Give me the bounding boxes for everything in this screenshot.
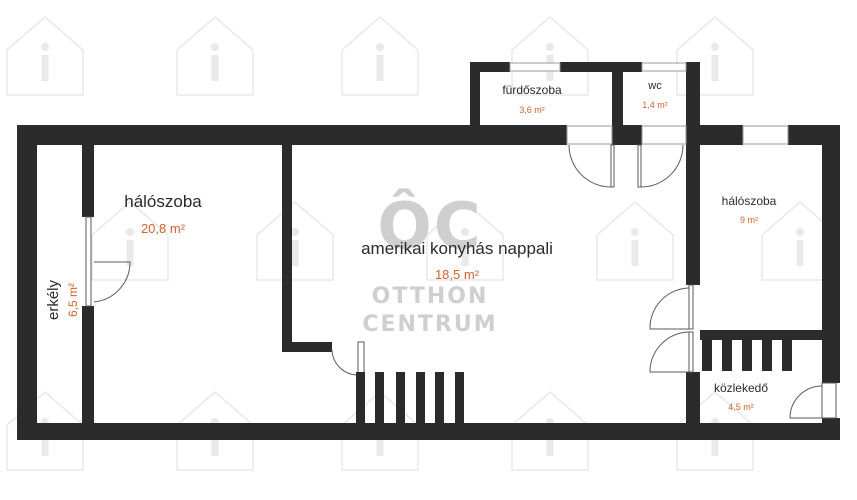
door-bathroom	[568, 144, 615, 188]
watermark-house-icon	[341, 16, 419, 96]
wall-halo-nappali	[282, 145, 292, 350]
wall-top-right-a	[686, 125, 743, 145]
wall-right-rooms-upper	[686, 145, 700, 285]
door-entrance	[789, 382, 837, 419]
room-area-haloszoba-right: 9 m²	[740, 215, 758, 225]
wall-right-rooms-lower	[686, 372, 700, 423]
watermark-pattern	[6, 16, 839, 471]
wall-erkely-divider-upper	[82, 145, 94, 217]
room-area-nappali: 18,5 m²	[435, 267, 480, 282]
wall-left	[17, 125, 37, 440]
window-wc-high	[641, 62, 687, 72]
wall-top-left	[17, 125, 567, 145]
erkely-label-group: erkély 6,5 m²	[45, 279, 80, 320]
windows	[509, 62, 789, 145]
walls	[17, 62, 840, 440]
watermark-house-icon	[256, 201, 334, 281]
stairs-nappali	[356, 372, 464, 423]
window-nappali-top	[566, 125, 613, 145]
door-halo-left	[331, 341, 365, 376]
wall-wc-right	[686, 62, 700, 145]
wall-bath-left	[470, 62, 480, 132]
watermark-house-icon	[596, 201, 674, 281]
door-wc	[637, 144, 684, 188]
door-halo-right	[649, 284, 694, 330]
watermark-house-icon	[6, 16, 84, 96]
room-name-furdoszoba: fürdőszoba	[502, 83, 562, 97]
watermark-house-icon	[426, 201, 504, 281]
watermark-house-icon	[176, 16, 254, 96]
wall-bath-wc-divider	[612, 62, 623, 145]
brand-logo: ÔC OTTHON CENTRUM	[362, 188, 497, 337]
room-name-wc: wc	[647, 80, 662, 92]
watermark-house-icon	[676, 16, 754, 96]
room-name-haloszoba-left: hálószoba	[124, 192, 202, 211]
stairs-kozlekedo	[702, 340, 792, 371]
wall-right-upper	[822, 125, 840, 383]
wall-halo-nappali-foot	[282, 342, 332, 352]
window-bath-top	[509, 62, 561, 72]
brand-monogram: ÔC	[377, 188, 482, 264]
brand-line-2: CENTRUM	[362, 312, 497, 337]
wall-bath-top-a	[470, 62, 510, 72]
wall-erkely-divider-lower	[82, 306, 94, 423]
watermark-house-icon	[91, 201, 169, 281]
window-wc-top	[641, 125, 687, 145]
room-area-kozlekedo: 4,5 m²	[728, 402, 754, 412]
window-halo-right-top	[742, 125, 789, 145]
room-name-kozlekedo: közlekedő	[714, 381, 768, 395]
door-kozlekedo	[649, 331, 694, 373]
doors	[85, 144, 837, 419]
room-area-furdoszoba: 3,6 m²	[519, 105, 545, 115]
wall-bath-top-b	[560, 62, 642, 72]
door-erkely	[85, 216, 131, 307]
room-area-wc: 1,4 m²	[642, 100, 668, 110]
room-name-erkely: erkély	[45, 279, 62, 320]
room-area-haloszoba-left: 20,8 m²	[141, 221, 186, 236]
wall-right-lower	[822, 418, 840, 440]
wall-bottom	[17, 423, 840, 440]
room-area-erkely: 6,5 m²	[66, 283, 80, 317]
room-name-haloszoba-right: hálószoba	[722, 194, 777, 208]
room-name-nappali: amerikai konyhás nappali	[361, 239, 553, 258]
wall-halo-kozlekedo	[700, 330, 822, 340]
brand-line-1: OTTHON	[372, 284, 489, 309]
